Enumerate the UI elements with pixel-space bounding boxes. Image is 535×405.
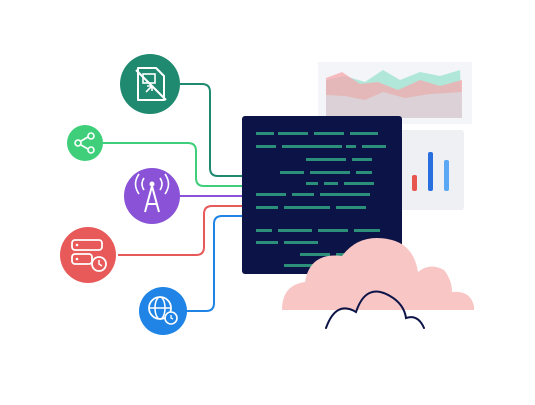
- server-clock-icon: [60, 227, 116, 283]
- bar-lightblue: [444, 160, 449, 191]
- cloud: [282, 238, 474, 329]
- line-globe: [180, 215, 244, 312]
- area-chart-card: [318, 62, 472, 124]
- share-nodes-icon: [67, 125, 103, 161]
- antenna-icon: [124, 168, 180, 224]
- globe-clock-icon: [139, 287, 187, 335]
- line-share: [102, 142, 244, 187]
- bar-blue: [428, 152, 433, 191]
- line-server: [118, 205, 244, 256]
- bar-red: [412, 175, 417, 191]
- line-sim: [180, 83, 244, 177]
- sim-card-icon: [120, 54, 180, 114]
- code-panel: [242, 116, 402, 274]
- connector-lines: [102, 83, 244, 312]
- bar-chart-card: [398, 130, 464, 210]
